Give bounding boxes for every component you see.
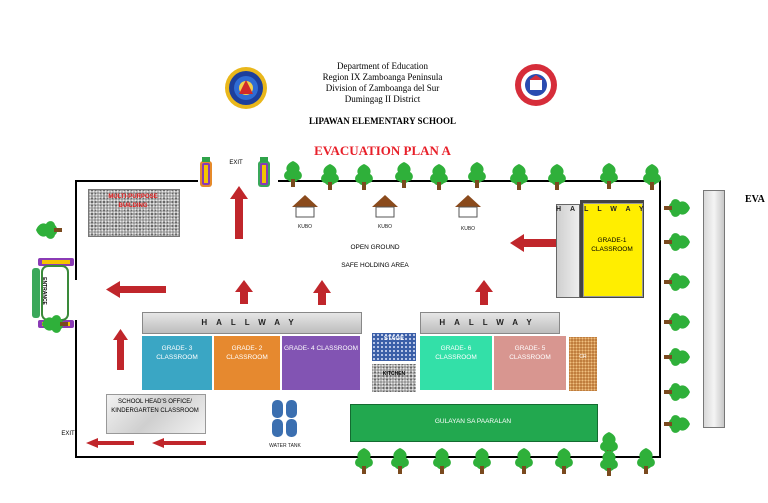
tree-icon bbox=[42, 315, 68, 333]
grade1-label: GRADE-1 CLASSROOM bbox=[591, 237, 633, 253]
cr-label: CR bbox=[579, 354, 587, 360]
arrow-up-icon bbox=[313, 280, 331, 305]
header-line-4: Dumingag II District bbox=[344, 94, 421, 104]
hallway-vertical bbox=[556, 204, 580, 298]
gate-post-icon bbox=[258, 157, 270, 187]
tree-icon bbox=[664, 233, 690, 251]
kubo-hut-icon bbox=[292, 195, 318, 218]
tree-icon bbox=[395, 162, 413, 188]
hallway-label-vertical: HALLWAY bbox=[556, 206, 653, 213]
tree-icon bbox=[515, 448, 533, 474]
tree-icon bbox=[36, 221, 62, 239]
tree-icon bbox=[600, 450, 618, 476]
tree-icon bbox=[548, 164, 566, 190]
grade2-classroom: GRADE- 2 CLASSROOM bbox=[214, 336, 280, 390]
hallway-right: HALLWAY bbox=[420, 312, 560, 334]
office-label: SCHOOL HEAD'S OFFICE/ KINDERGARTEN CLASS… bbox=[111, 399, 199, 414]
water-tank-label: WATER TANK bbox=[269, 443, 301, 449]
grade1-classroom bbox=[583, 203, 643, 297]
kitchen bbox=[372, 364, 416, 392]
arrow-left-icon bbox=[152, 438, 206, 448]
kubo-label-2: KUBO bbox=[377, 224, 393, 230]
open-ground-label: OPEN GROUND bbox=[350, 244, 400, 251]
entrance-label: ENTRANCE bbox=[41, 277, 47, 305]
right-side-structure bbox=[703, 190, 725, 428]
kubo-hut-icon bbox=[455, 195, 481, 218]
tree-icon bbox=[468, 162, 486, 188]
garden-label: GULAYAN SA PAARALAN bbox=[434, 418, 512, 425]
header-line-1: Department of Education bbox=[337, 61, 428, 71]
cr-building bbox=[569, 337, 597, 391]
arrow-left-icon bbox=[510, 234, 556, 252]
tree-icon bbox=[284, 161, 302, 187]
water-tank-icon bbox=[272, 400, 297, 437]
kubo-label-1: KUBO bbox=[297, 224, 313, 230]
perimeter-right bbox=[659, 180, 661, 458]
tree-icon bbox=[555, 448, 573, 474]
school-name: LIPAWAN ELEMENTARY SCHOOL bbox=[308, 116, 457, 126]
arrow-left-icon bbox=[106, 281, 166, 298]
header-line-3: Division of Zamboanga del Sur bbox=[325, 83, 440, 93]
tree-icon bbox=[510, 164, 528, 190]
tree-icon bbox=[664, 199, 690, 217]
tree-icon bbox=[321, 164, 339, 190]
stage-label: STAGE bbox=[383, 336, 405, 342]
kubo-label-3: KUBO bbox=[460, 226, 476, 232]
gulayan-garden bbox=[350, 404, 598, 442]
grade3-classroom: GRADE- 3 CLASSROOM bbox=[142, 336, 212, 390]
tree-icon bbox=[355, 164, 373, 190]
arrow-up-icon bbox=[113, 329, 128, 370]
entrance-gap bbox=[72, 280, 80, 320]
hallway-left: HALLWAY bbox=[142, 312, 362, 334]
eva-cut-text: EVA bbox=[745, 194, 765, 205]
arrow-left-icon bbox=[86, 438, 134, 448]
exit-gap-top bbox=[198, 178, 278, 184]
multipurpose-label: MULTI-PURPOSE BUILDING bbox=[108, 194, 158, 209]
office-kindergarten bbox=[106, 394, 206, 434]
tree-icon bbox=[355, 448, 373, 474]
header-line-2: Region IX Zamboanga Peninsula bbox=[322, 72, 443, 82]
tree-icon bbox=[643, 164, 661, 190]
tree-icon bbox=[664, 383, 690, 401]
tree-icon bbox=[664, 415, 690, 433]
exit-bottom-label: EXIT bbox=[61, 431, 75, 437]
tree-icon bbox=[664, 313, 690, 331]
arrow-up-icon bbox=[230, 186, 248, 239]
school-seal-logo bbox=[515, 64, 557, 106]
grade4-classroom: GRADE- 4 CLASSROOM bbox=[282, 336, 360, 390]
tree-icon bbox=[600, 163, 618, 189]
grade5-classroom: GRADE- 5 CLASSROOM bbox=[494, 336, 566, 390]
arrow-up-icon bbox=[475, 280, 493, 305]
kubo-hut-icon bbox=[372, 195, 398, 218]
tree-icon bbox=[391, 448, 409, 474]
deped-seal-logo bbox=[225, 67, 267, 109]
arrow-up-icon bbox=[235, 280, 253, 304]
safe-holding-area-label: SAFE HOLDING AREA bbox=[341, 262, 409, 269]
tree-icon bbox=[637, 448, 655, 474]
tree-icon bbox=[430, 164, 448, 190]
plan-title: EVACUATION PLAN A bbox=[314, 143, 451, 158]
stage bbox=[372, 333, 416, 361]
tree-icon bbox=[433, 448, 451, 474]
grade6-classroom: GRADE- 6 CLASSROOM bbox=[420, 336, 492, 390]
tree-icon bbox=[664, 273, 690, 291]
multipurpose-building bbox=[88, 189, 180, 237]
kitchen-label: KITCHEN bbox=[382, 371, 406, 377]
gate-post-icon bbox=[200, 157, 212, 187]
tree-icon bbox=[473, 448, 491, 474]
tree-icon bbox=[664, 348, 690, 366]
exit-top-label: EXIT bbox=[229, 160, 243, 166]
